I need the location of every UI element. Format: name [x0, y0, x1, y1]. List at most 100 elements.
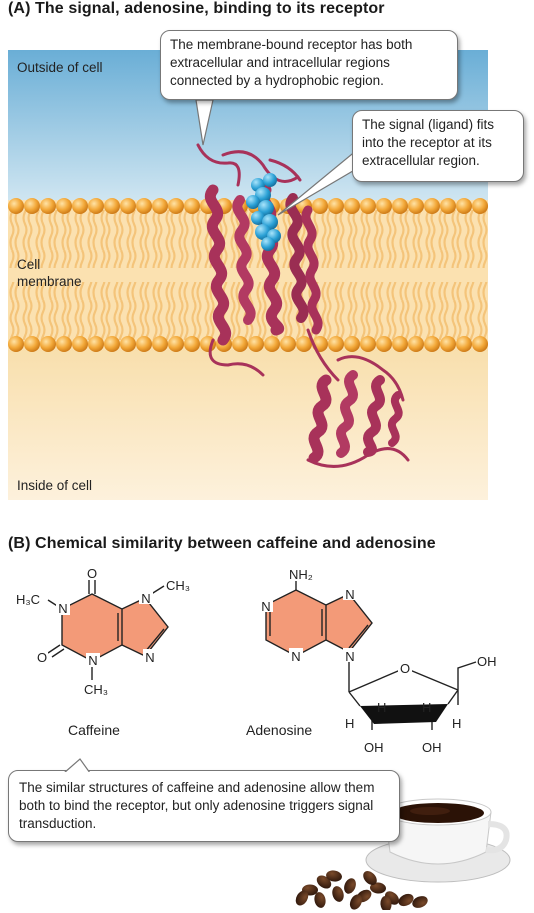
adenosine-oh-right-bottom: OH	[422, 740, 442, 755]
cell-membrane-illustration	[8, 50, 488, 500]
adenosine-n7: N	[345, 587, 354, 602]
lipid-head	[472, 198, 488, 214]
coffee-cup-illustration	[295, 798, 511, 910]
lipid-head	[232, 336, 248, 352]
lipid-head	[200, 336, 216, 352]
lipid-head	[168, 336, 184, 352]
adenosine-n1: N	[261, 599, 270, 614]
cell-membrane-label: Cell membrane	[17, 256, 82, 290]
lipid-head	[440, 336, 456, 352]
lipid-head	[248, 336, 264, 352]
lipid-head	[328, 198, 344, 214]
coffee-bean	[332, 886, 344, 902]
lipid-head	[24, 198, 40, 214]
lipid-head	[424, 336, 440, 352]
lipid-head	[24, 336, 40, 352]
coffee-bean	[398, 893, 414, 907]
lipid-head	[408, 198, 424, 214]
lipid-head	[456, 336, 472, 352]
lipid-head	[8, 336, 24, 352]
caffeine-n3: N	[88, 653, 97, 668]
coffee-bean	[314, 892, 326, 908]
coffee-bean	[349, 894, 363, 910]
lipid-head	[136, 336, 152, 352]
lipid-head	[360, 336, 376, 352]
caffeine-label: Caffeine	[68, 722, 120, 738]
callout-receptor-pointer	[195, 99, 214, 146]
caffeine-methyl-bottom: CH₃	[84, 682, 108, 697]
lipid-head	[136, 198, 152, 214]
lipid-head	[40, 336, 56, 352]
adenosine-amine: NH₂	[289, 567, 313, 582]
lipid-head	[440, 198, 456, 214]
adenosine-structure: NH₂ N N N N O OH OH OH H H H H	[259, 567, 497, 755]
lipid-head	[104, 336, 120, 352]
adenosine-ring-o: O	[400, 661, 410, 676]
coffee-bean	[295, 890, 309, 906]
lipid-head	[296, 336, 312, 352]
coffee-bean	[380, 896, 392, 910]
lipid-head	[8, 198, 24, 214]
lipid-head	[88, 336, 104, 352]
caffeine-structure: O O N N N N H₃C CH₃ CH₃	[16, 566, 190, 697]
lipid-head	[72, 198, 88, 214]
lipid-head	[376, 198, 392, 214]
coffee-bean	[316, 875, 332, 889]
callout-receptor: The membrane-bound receptor has both ext…	[160, 30, 458, 100]
caffeine-o-top: O	[87, 566, 97, 581]
lipid-head	[456, 198, 472, 214]
receptor-protein	[196, 143, 410, 468]
coffee-bean	[412, 896, 428, 908]
lipid-head	[168, 198, 184, 214]
lipid-head	[56, 198, 72, 214]
coffee-bean	[370, 882, 386, 894]
adenosine-h4: H	[452, 716, 461, 731]
lipid-head	[120, 198, 136, 214]
caffeine-methyl-left: H₃C	[16, 592, 40, 607]
lipid-head	[424, 198, 440, 214]
lipid-head	[280, 336, 296, 352]
adenosine-label: Adenosine	[246, 722, 313, 738]
cell-membrane-label-line2: membrane	[17, 274, 82, 289]
coffee-bean	[363, 871, 377, 885]
adenosine-h1: H	[345, 716, 354, 731]
panel-b-title: (B) Chemical similarity between caffeine…	[8, 535, 436, 552]
outside-of-cell-label: Outside of cell	[17, 60, 103, 75]
lipid-head	[376, 336, 392, 352]
caffeine-methyl-top: CH₃	[166, 578, 190, 593]
lipid-head	[152, 336, 168, 352]
lipid-head	[88, 198, 104, 214]
lipid-head	[264, 336, 280, 352]
lipid-head	[344, 336, 360, 352]
lipid-head	[56, 336, 72, 352]
coffee-bean	[344, 878, 356, 894]
lipid-head	[184, 336, 200, 352]
inside-of-cell-label: Inside of cell	[17, 478, 93, 493]
adenosine-n9: N	[345, 649, 354, 664]
lipid-head	[72, 336, 88, 352]
lipid-head	[120, 336, 136, 352]
callout-similarity: The similar structures of caffeine and a…	[8, 770, 400, 842]
chemical-structures: O O N N N N H₃C CH₃ CH₃	[16, 566, 497, 755]
callout-ligand: The signal (ligand) fits into the recept…	[352, 110, 524, 182]
adenosine-n3: N	[291, 649, 300, 664]
adenosine-oh-left-bottom: OH	[364, 740, 384, 755]
lipid-head	[152, 198, 168, 214]
lipid-head	[360, 198, 376, 214]
caffeine-n9: N	[145, 650, 154, 665]
lipid-head	[392, 336, 408, 352]
caffeine-n1: N	[58, 601, 67, 616]
adenosine-h2: H	[377, 700, 386, 715]
lipid-head	[104, 198, 120, 214]
panel-a-title: (A) The signal, adenosine, binding to it…	[8, 0, 385, 17]
adenosine-h3: H	[422, 700, 431, 715]
cell-membrane-label-line1: Cell	[17, 257, 41, 272]
lipid-head	[40, 198, 56, 214]
lipid-head	[328, 336, 344, 352]
lipid-head	[472, 336, 488, 352]
caffeine-n7: N	[141, 591, 150, 606]
lipid-head	[312, 198, 328, 214]
callout-similarity-pointer	[63, 758, 93, 774]
caffeine-o-left: O	[37, 650, 47, 665]
lipid-head	[184, 198, 200, 214]
